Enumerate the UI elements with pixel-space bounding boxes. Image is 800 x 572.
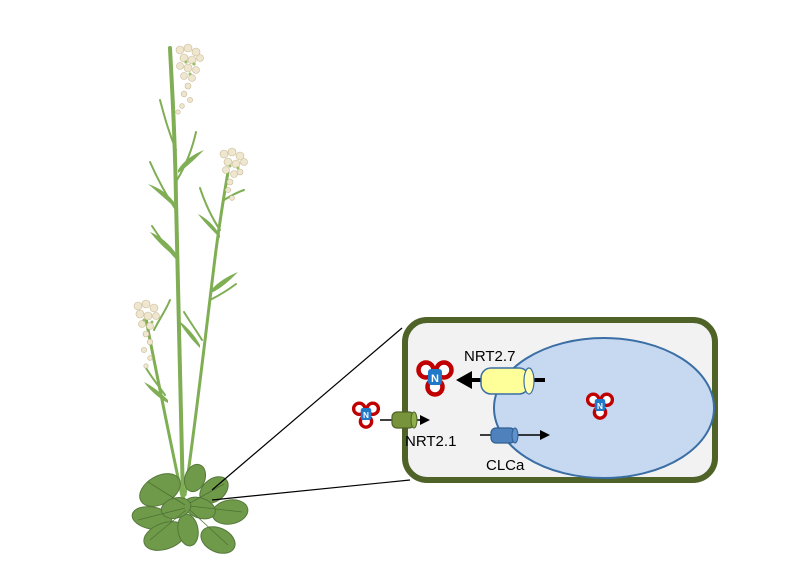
zoom-lines (211, 327, 411, 501)
flower-clusters (133, 43, 248, 369)
rosette-veins (137, 481, 243, 546)
arabidopsis-plant-icon (131, 43, 249, 554)
nitrate-molecule-vacuole: N (585, 392, 615, 420)
nitrate-label: N (597, 402, 603, 411)
flower-cluster-top (175, 43, 204, 115)
rosette-leaves (131, 463, 249, 554)
nitrate-molecule-outside: N (351, 401, 381, 429)
clca-transporter (490, 427, 519, 444)
nitrate-molecule-cytosol: N (416, 360, 454, 397)
nrt21-label: NRT2.1 (405, 433, 456, 450)
nrt27-transporter (480, 367, 535, 395)
flower-cluster-left (133, 299, 160, 369)
clca-label: CLCa (486, 457, 525, 474)
nrt27-label: NRT2.7 (464, 348, 515, 365)
nrt21-transporter (391, 411, 418, 429)
cauline-leaves (144, 150, 238, 403)
plant-cell (402, 317, 718, 483)
nitrate-label: N (363, 411, 369, 420)
plant-stems (144, 46, 245, 502)
flower-cluster-right (219, 147, 248, 201)
nitrate-label: N (431, 373, 439, 385)
